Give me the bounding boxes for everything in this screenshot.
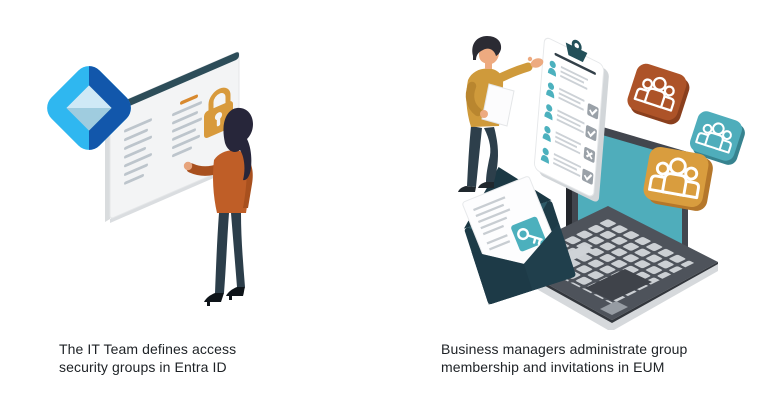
illustration-right — [458, 36, 745, 330]
clipboard-clip — [565, 39, 588, 63]
envelope-icon — [462, 166, 576, 305]
caption-left: The IT Team defines access security grou… — [59, 341, 237, 375]
security-board — [105, 51, 240, 223]
board-heading-line — [180, 94, 198, 105]
board-text-lines — [124, 101, 202, 185]
checkbox-cross-icon — [583, 146, 596, 163]
checklist-rows — [540, 60, 599, 185]
manager-person-figure — [458, 36, 544, 192]
checklist-row — [542, 126, 596, 163]
checkbox-checked-icon — [585, 125, 597, 141]
illustrations-canvas — [47, 36, 745, 330]
checklist-row — [546, 82, 599, 120]
clipboard — [534, 37, 609, 202]
group-icon-teal — [689, 111, 745, 165]
board-top-bar — [110, 52, 239, 114]
checkbox-checked-icon — [581, 168, 594, 185]
caption-right: Business managers administrate group mem… — [441, 341, 688, 375]
checkbox-checked-icon — [587, 103, 599, 120]
illustration-left — [47, 51, 253, 306]
group-icon-rust — [627, 63, 690, 125]
it-person-figure — [183, 107, 253, 306]
checklist-row — [547, 60, 589, 90]
checklist-row — [540, 147, 594, 185]
trackpad — [585, 269, 652, 301]
held-paper — [481, 83, 515, 127]
key-icon — [511, 216, 546, 252]
checklist-row — [544, 104, 597, 141]
group-icon-amber — [643, 146, 713, 211]
entra-id-logo — [47, 59, 138, 157]
